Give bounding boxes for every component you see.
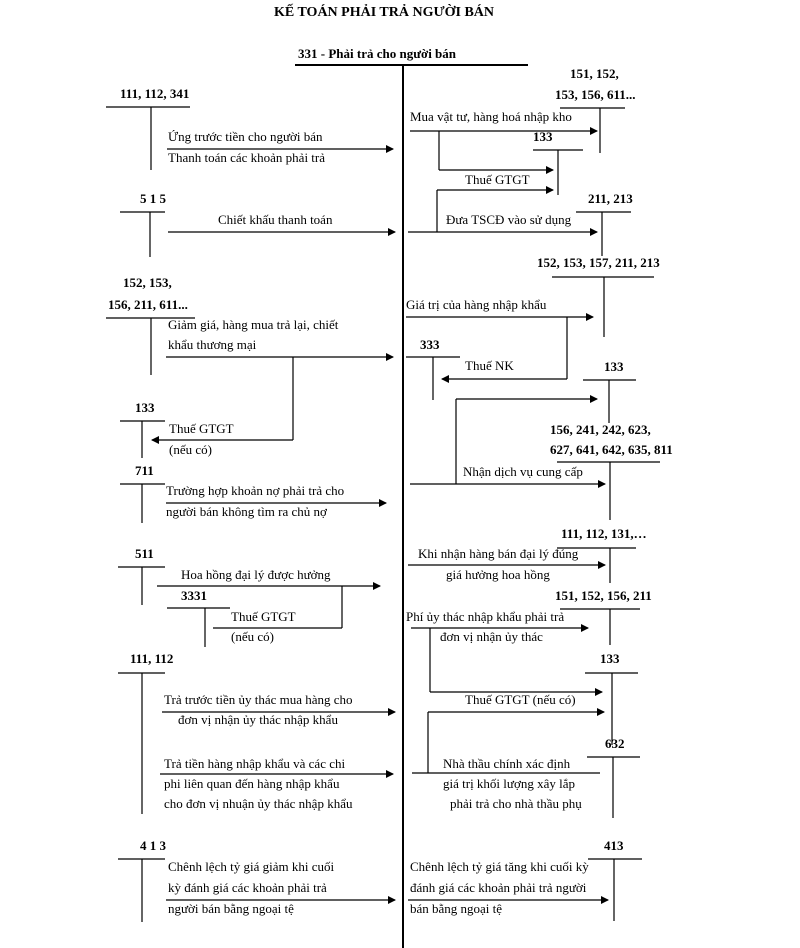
entry-label: Nhà thầu chính xác định: [443, 756, 571, 771]
account-label: 133: [135, 400, 155, 415]
entry-label: kỳ đánh giá các khoản phải trả: [168, 880, 327, 895]
entry-label: Chênh lệch tỷ giá tăng khi cuối kỳ: [410, 859, 589, 874]
entry-label: (nếu có): [231, 629, 274, 644]
account-label: 156, 211, 611...: [108, 297, 188, 312]
entry-label: đánh giá các khoản phải trả người: [410, 880, 587, 895]
entry-label: Trường hợp khoản nợ phải trả cho: [166, 483, 345, 498]
entry-label: Thuế GTGT: [231, 609, 296, 624]
entry-label: Chênh lệch tỷ giá giảm khi cuối: [168, 859, 335, 874]
entry-label: phi liên quan đến hàng nhập khẩu: [164, 776, 340, 791]
account-label: 3331: [181, 588, 207, 603]
entry-label: giá trị khối lượng xây lắp: [443, 776, 575, 791]
entry-label: người bán không tìm ra chủ nợ: [166, 504, 327, 519]
entry-label: bán bằng ngoại tệ: [410, 901, 503, 916]
entry-label: Thuế GTGT (nếu có): [465, 692, 576, 707]
account-label: 152, 153,: [123, 275, 172, 290]
account-label: 333: [420, 337, 440, 352]
account-label: 151, 152,: [570, 66, 619, 81]
entry-label: Trả trước tiền ủy thác mua hàng cho: [164, 692, 353, 707]
account-label: 151, 152, 156, 211: [555, 588, 652, 603]
entry-label: Thuế GTGT: [169, 421, 234, 436]
account-label: 627, 641, 642, 635, 811: [550, 442, 673, 457]
account-label: 111, 112, 131,…: [561, 526, 647, 541]
entry-label: khẩu thương mại: [168, 337, 257, 352]
account-label: 111, 112: [130, 651, 174, 666]
account-label: 211, 213: [588, 191, 633, 206]
entry-label: Giảm giá, hàng mua trả lại, chiết: [168, 317, 339, 332]
account-label: 413: [604, 838, 624, 853]
account-label: 133: [533, 129, 553, 144]
entry-label: Hoa hồng đại lý được hưởng: [181, 567, 331, 582]
entry-label: giá hưởng hoa hồng: [446, 567, 550, 582]
entry-label: Giá trị của hàng nhập khẩu: [406, 297, 547, 312]
entry-label: cho đơn vị nhuận ủy thác nhập khẩu: [164, 796, 353, 811]
account-label: 152, 153, 157, 211, 213: [537, 255, 660, 270]
entry-label: Ứng trước tiền cho người bán: [168, 129, 323, 144]
account-label: 133: [600, 651, 620, 666]
entry-label: đơn vị nhận ủy thác nhập khẩu: [178, 712, 338, 727]
entry-label: Phí ủy thác nhập khẩu phải trả: [406, 609, 565, 624]
account-label: 5 1 5: [140, 191, 166, 206]
entry-label: Thanh toán các khoản phải trả: [168, 150, 326, 165]
account-label: 133: [604, 359, 624, 374]
account-label: 511: [135, 546, 154, 561]
entry-label: Nhận dịch vụ cung cấp: [463, 464, 583, 479]
entry-label: Khi nhận hàng bán đại lý đúng: [418, 546, 579, 561]
entry-label: Trả tiền hàng nhập khẩu và các chi: [164, 756, 346, 771]
account-label: 632: [605, 736, 625, 751]
account-label: 111, 112, 341: [120, 86, 190, 101]
entry-label: đơn vị nhận ủy thác: [440, 629, 543, 644]
entry-label: Chiết khấu thanh toán: [218, 212, 333, 227]
account-label: 4 1 3: [140, 838, 166, 853]
entry-label: (nếu có): [169, 442, 212, 457]
diagram-title: KẾ TOÁN PHẢI TRẢ NGƯỜI BÁN: [274, 5, 495, 20]
entry-label: phải trả cho nhà thầu phụ: [450, 796, 582, 811]
entry-label: Mua vật tư, hàng hoá nhập kho: [410, 109, 572, 124]
account-label: 153, 156, 611...: [555, 87, 636, 102]
account-label: 711: [135, 463, 154, 478]
account-331-label: 331 - Phải trả cho người bán: [298, 46, 457, 61]
entry-label: Thuế NK: [465, 358, 514, 373]
entry-label: người bán bằng ngoại tệ: [168, 901, 294, 916]
entry-label: Đưa TSCĐ vào sử dụng: [446, 212, 572, 227]
account-label: 156, 241, 242, 623,: [550, 422, 651, 437]
entry-label: Thuế GTGT: [465, 172, 530, 187]
